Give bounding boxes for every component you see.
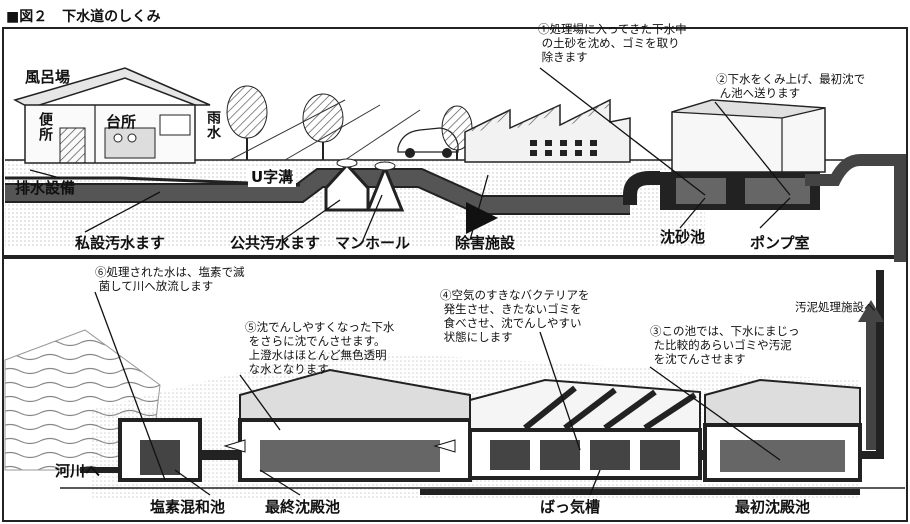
label-enso-kongochi: 塩素混和池 — [150, 498, 226, 516]
final-sedimentation-tank — [238, 368, 472, 482]
primary-sedimentation-tank — [703, 378, 862, 482]
label-kasen-he: 河川へ — [55, 462, 101, 480]
house — [13, 67, 211, 164]
manholes — [324, 158, 405, 212]
transfer-pipe — [805, 154, 906, 262]
road — [229, 99, 421, 161]
riser-left — [623, 171, 660, 205]
label-odei-shori: 汚泥処理施設へ — [795, 300, 876, 314]
note-3: ③この池では、下水にまじっ た比較的あらいゴミや汚泥 を沈でんさせます — [650, 324, 800, 366]
label-u-jikou: U字溝 — [248, 166, 297, 187]
figure-number: ■図２ — [6, 9, 48, 25]
label-haisui-setsubi: 排水設備 — [15, 179, 76, 197]
label-daidokoro: 台所 — [106, 113, 137, 131]
lower-pipes — [200, 270, 884, 495]
upper-panel-border — [2, 27, 908, 257]
label-pump-shitsu: ポンプ室 — [750, 234, 810, 252]
note-5: ⑤沈でんしやすくなった下水 をさらに沈でんさせます。 上澄水はほとんど無色透明 … — [245, 320, 395, 376]
flow-arrows-lower — [223, 439, 456, 453]
sludge-arrow — [858, 300, 884, 450]
note-1: ①処理場に入ってきた下水中 の土砂を沈め、ゴミを取り 除きます — [538, 22, 687, 64]
figure-title: ■図２ 下水道のしくみ — [6, 6, 161, 26]
label-shisetsu-masu: 私設汚水ます — [75, 234, 166, 252]
grit-chamber — [660, 172, 820, 210]
sewer-main — [5, 168, 630, 215]
label-bakkisou: ばっ気槽 — [540, 498, 601, 516]
pump-building — [671, 99, 826, 173]
note-6: ⑥処理された水は、塩素で滅 菌して川へ放流します — [95, 265, 245, 293]
trees-left — [226, 85, 344, 160]
figure-title-text: 下水道のしくみ — [62, 9, 161, 25]
label-saishu-chindenchi: 最終沈殿池 — [265, 498, 341, 516]
label-benjo: 便所 — [37, 112, 53, 142]
lower-panel-border — [2, 257, 908, 522]
leaders-upper — [29, 67, 791, 241]
label-furoba: 風呂場 — [25, 68, 71, 86]
label-jogai-shisetsu: 除害施設 — [455, 234, 516, 252]
chlorine-tank — [118, 418, 202, 482]
factory — [464, 98, 631, 163]
label-chinsachi: 沈砂池 — [660, 228, 706, 246]
note-2: ②下水をくみ上げ、最初沈で ん池へ送ります — [716, 72, 866, 100]
label-saisho-chindenchi: 最初沈殿池 — [735, 498, 811, 516]
note-4: ④空気のすきなバクテリアを 発生させ、きたないゴミを 食べさせ、沈でんしやすい … — [440, 288, 590, 344]
label-manhole: マンホール — [335, 234, 411, 252]
label-koukyou-masu: 公共汚水ます — [230, 234, 321, 252]
label-amamizu: 雨水 — [205, 110, 221, 140]
leaders-lower — [94, 291, 781, 496]
aeration-tank — [468, 378, 702, 480]
